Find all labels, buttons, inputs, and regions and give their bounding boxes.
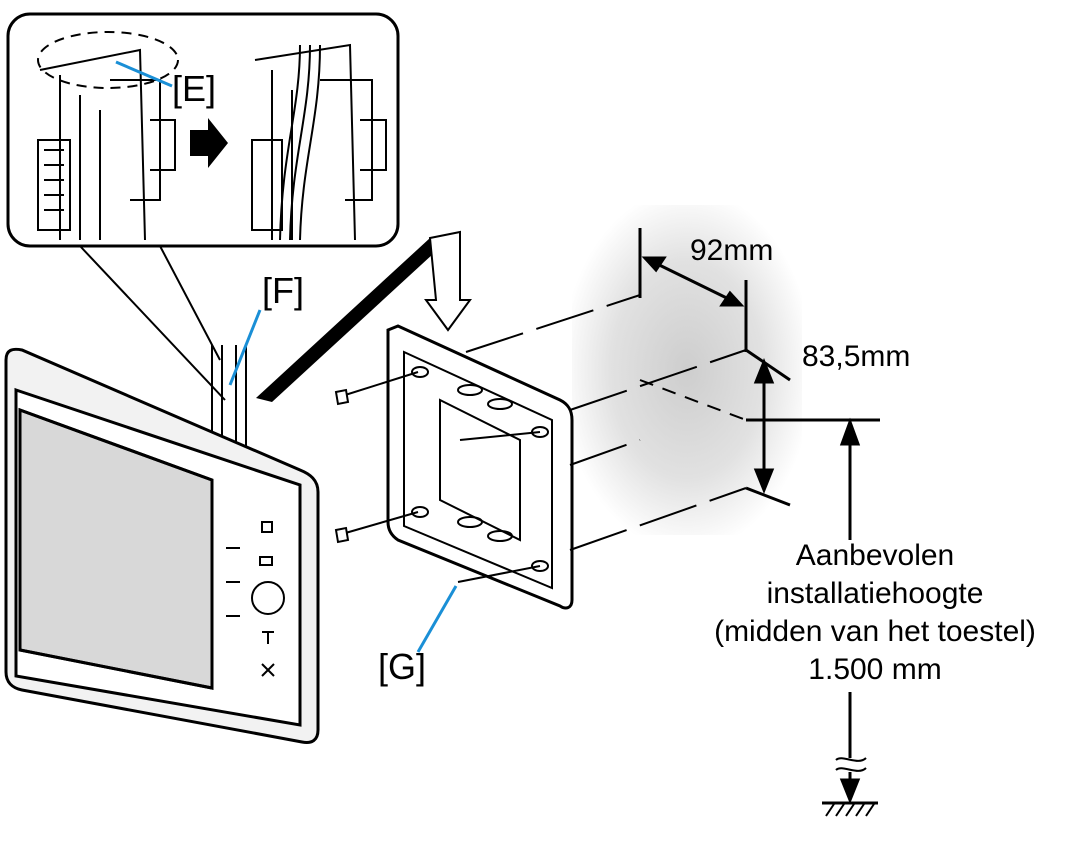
installation-height-note: Aanbevolen installatiehoogte (midden van…: [690, 537, 1060, 689]
height-note-line-3: (midden van het toestel): [714, 615, 1036, 648]
callout-label-g: [G]: [378, 646, 427, 687]
detail-inset: [6, 12, 400, 401]
height-dimension: [745, 348, 791, 507]
width-dimension-label: 92mm: [690, 234, 774, 267]
monitor-unit: [4, 347, 320, 744]
cable-strip: [256, 230, 472, 402]
projection-lines: [465, 294, 747, 551]
height-note-line-1: Aanbevolen: [795, 539, 955, 572]
height-dimension-label: 83,5mm: [802, 340, 911, 373]
callout-label-e: [E]: [172, 68, 217, 109]
width-dimension: [638, 228, 748, 352]
mounting-plate: [334, 324, 574, 610]
callout-label-f: [F]: [262, 270, 304, 311]
height-note-line-4: 1.500 mm: [808, 653, 942, 686]
cable-bundle: [211, 345, 247, 462]
height-line: [746, 417, 880, 817]
callout-leaders: [115, 60, 458, 653]
height-note-line-2: installatiehoogte: [766, 577, 984, 610]
